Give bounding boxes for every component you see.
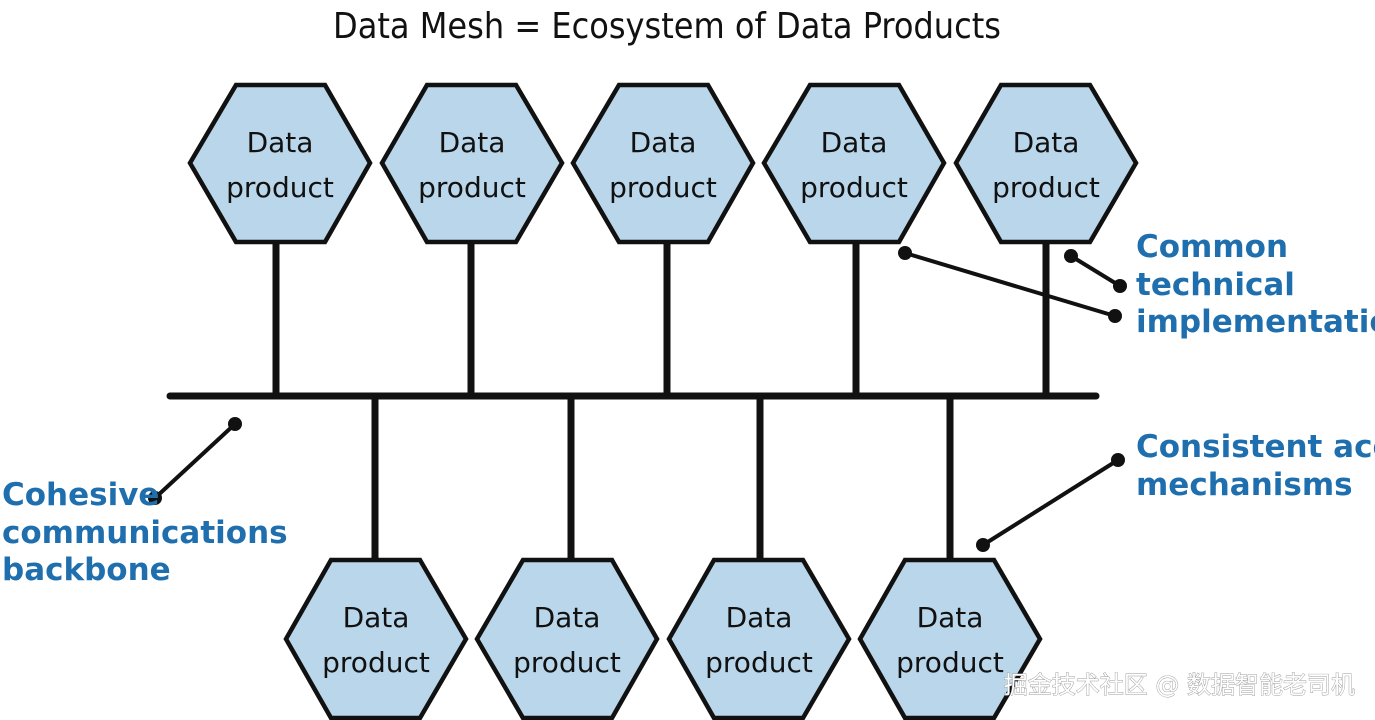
hex-label-line1: Data: [1013, 126, 1080, 159]
hex-label-line1: Data: [343, 601, 410, 634]
data-product-hex: Data product: [857, 557, 1043, 720]
callout-text-line: communications: [2, 515, 288, 551]
callout-dot: [898, 246, 912, 260]
callout-leader: [981, 458, 1120, 547]
callout-text-line: Cohesive: [2, 477, 159, 513]
data-product-hex: Data product: [187, 82, 373, 245]
callout-dot: [976, 538, 990, 552]
hexagon-shape: [953, 82, 1139, 245]
hexagon-shape: [283, 557, 469, 720]
callout-dot: [1108, 309, 1122, 323]
hex-label-line1: Data: [534, 601, 601, 634]
hex-label-line1: Data: [247, 126, 314, 159]
hex-label-line2: product: [705, 646, 813, 679]
callout-dot: [1113, 279, 1127, 293]
bottom-connectors: [371, 396, 954, 560]
callout-dot: [1064, 249, 1078, 263]
callout-text-line: mechanisms: [1136, 467, 1353, 503]
hex-label-line2: product: [800, 171, 908, 204]
callout-leader: [153, 422, 237, 500]
callout-text-line: implementation: [1136, 304, 1375, 340]
callout-text-line: Consistent access: [1136, 429, 1375, 465]
callout-text-line: Common: [1136, 229, 1288, 265]
data-product-hex: Data product: [666, 557, 852, 720]
hex-label-line2: product: [896, 646, 1004, 679]
callout-common-technical: Common technical implementation: [898, 229, 1375, 340]
hex-label-line2: product: [226, 171, 334, 204]
hexagon-shape: [857, 557, 1043, 720]
callout-dot: [228, 417, 242, 431]
hex-label-line2: product: [513, 646, 621, 679]
callout-leader: [1069, 254, 1122, 288]
hex-label-line2: product: [609, 171, 717, 204]
hex-label-line2: product: [992, 171, 1100, 204]
data-product-hex: Data product: [379, 82, 565, 245]
hex-label-line1: Data: [726, 601, 793, 634]
watermark-text: 掘金技术社区 @ 数据智能老司机: [1004, 671, 1355, 699]
hexagon-shape: [379, 82, 565, 245]
callout-leader: [903, 251, 1117, 318]
callout-text-line: technical: [1136, 267, 1295, 303]
data-product-hex: Data product: [570, 82, 756, 245]
callout-consistent-access: Consistent access mechanisms: [976, 429, 1375, 552]
data-product-hex: Data product: [474, 557, 660, 720]
page-title: Data Mesh = Ecosystem of Data Products: [333, 6, 1001, 47]
callout-dot: [148, 491, 162, 505]
hexagon-shape: [187, 82, 373, 245]
callout-backbone: Cohesive communications backbone: [2, 417, 288, 588]
hexagon-shape: [666, 557, 852, 720]
hexagon-shape: [474, 557, 660, 720]
data-product-hex: Data product: [953, 82, 1139, 245]
hexagon-shape: [570, 82, 756, 245]
hex-label-line2: product: [418, 171, 526, 204]
hex-label-line1: Data: [439, 126, 506, 159]
data-product-hex: Data product: [283, 557, 469, 720]
top-connectors: [272, 242, 1050, 396]
data-product-hex: Data product: [761, 82, 947, 245]
hex-label-line1: Data: [821, 126, 888, 159]
hex-label-line1: Data: [630, 126, 697, 159]
hexagon-shape: [761, 82, 947, 245]
callout-text-line: backbone: [2, 552, 171, 588]
hex-label-line2: product: [322, 646, 430, 679]
hex-label-line1: Data: [917, 601, 984, 634]
callout-dot: [1111, 453, 1125, 467]
